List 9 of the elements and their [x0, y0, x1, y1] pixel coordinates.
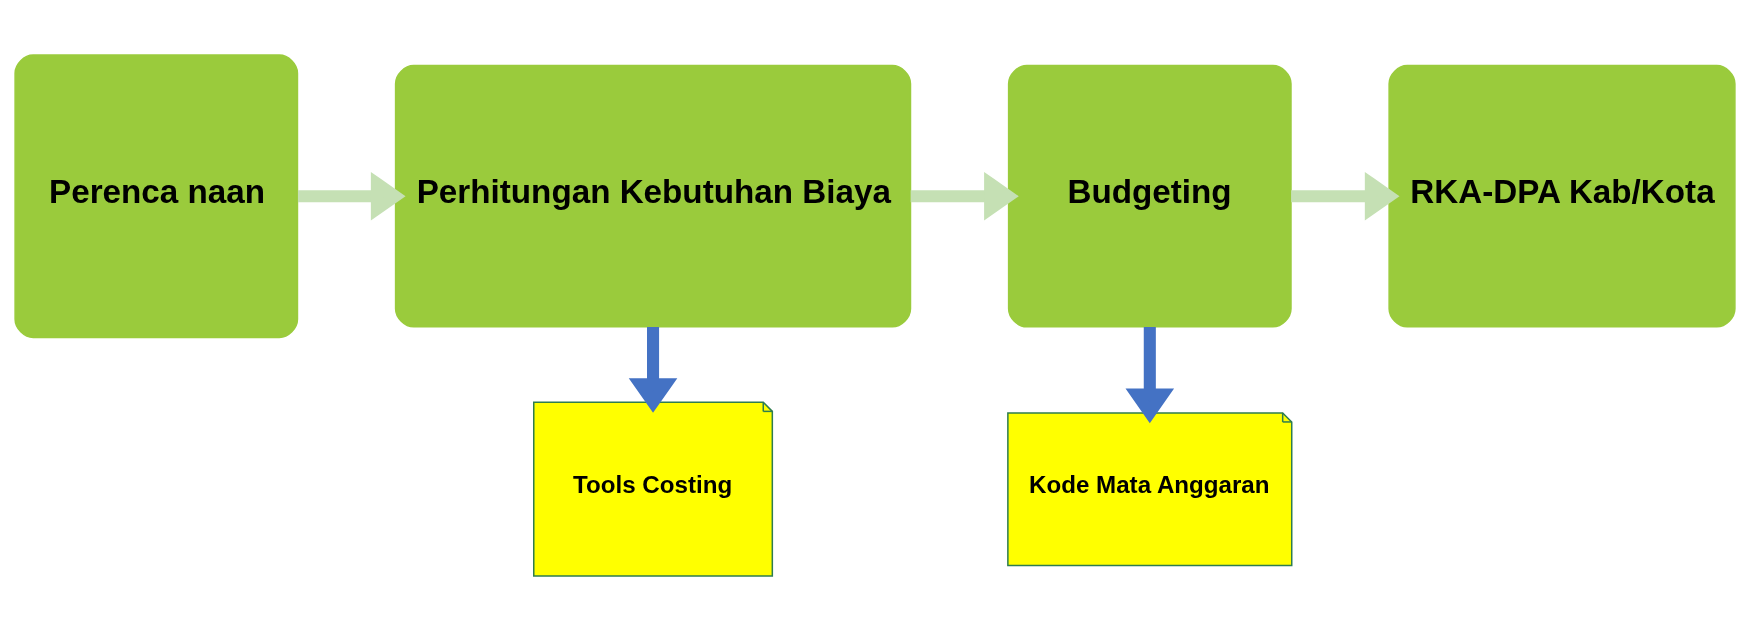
arrow: [628, 326, 678, 413]
node-box: Budgeting: [1007, 64, 1292, 328]
node-box: Perenca naan: [14, 53, 299, 338]
arrow: [1291, 171, 1400, 220]
node-box: RKA-DPA Kab/Kota: [1388, 64, 1736, 328]
arrow: [1125, 326, 1175, 423]
arrow: [910, 171, 1019, 220]
node-box: Perhitungan Kebutuhan Biaya: [394, 64, 912, 328]
arrow: [297, 171, 406, 220]
